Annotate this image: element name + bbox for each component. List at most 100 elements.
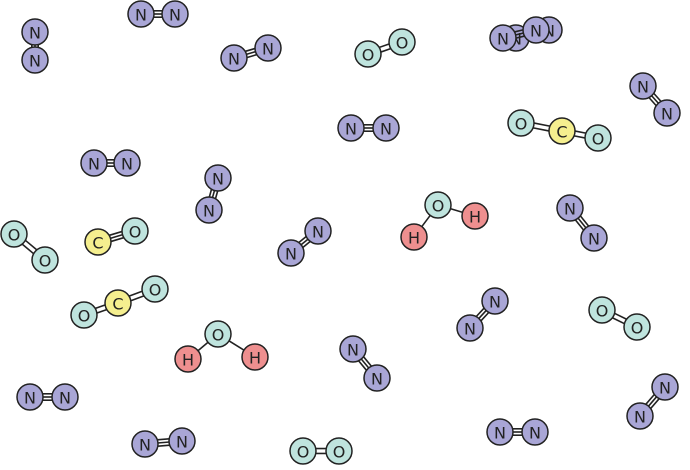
atom-c: C [548, 117, 576, 145]
atom-symbol: N [497, 30, 509, 49]
atom-circle [31, 246, 59, 274]
atom-circle [486, 418, 514, 446]
atom-circle [127, 0, 155, 28]
bond-line [612, 311, 629, 321]
atom-circle [522, 16, 550, 44]
water-molecule: HOH [174, 320, 269, 373]
water-molecule: HOH [400, 191, 489, 251]
atom-circle [195, 196, 223, 224]
atom-symbol: O [8, 226, 21, 245]
atom-o: O [623, 313, 651, 341]
atom-symbol: N [659, 379, 671, 398]
atom-circle [481, 287, 509, 315]
atom-circle [161, 0, 189, 28]
atom-n: N [629, 72, 657, 100]
atom-n: N [161, 0, 189, 28]
nitrogen-molecule: NN [195, 164, 232, 224]
atom-circle [113, 149, 141, 177]
atom-circle [84, 228, 112, 256]
atom-o: O [0, 220, 28, 248]
atom-symbol: N [529, 424, 541, 443]
atom-symbol: N [464, 320, 476, 339]
atom-circle [653, 99, 681, 127]
atom-n: N [456, 314, 484, 342]
atom-circle [337, 114, 365, 142]
atom-symbol: H [469, 208, 481, 227]
atom-symbol: O [297, 443, 310, 462]
oxygen-molecule: OO [354, 28, 416, 68]
atom-n: N [556, 194, 584, 222]
atom-circle [21, 18, 49, 46]
bond-line [578, 214, 591, 228]
atom-n: N [651, 373, 679, 401]
atom-circle [51, 383, 79, 411]
atom-symbol: N [588, 230, 600, 249]
atom-circle [254, 34, 282, 62]
atom-o: O [354, 40, 382, 68]
atom-c: C [104, 289, 132, 317]
atom-n: N [481, 287, 509, 315]
oxygen-molecule: OO [588, 296, 651, 341]
atom-n: N [489, 24, 517, 52]
atom-o: O [388, 28, 416, 56]
atom-n: N [363, 364, 391, 392]
atom-h: H [241, 343, 269, 371]
atom-symbol: O [396, 34, 409, 53]
atom-symbol: N [212, 170, 224, 189]
atom-n: N [113, 149, 141, 177]
atom-symbol: O [333, 443, 346, 462]
atom-symbol: O [129, 223, 142, 242]
atom-symbol: N [88, 155, 100, 174]
atom-symbol: N [262, 40, 274, 59]
bond-line [226, 339, 247, 352]
atom-o: O [31, 246, 59, 274]
atom-symbol: H [249, 349, 261, 368]
atom-n: N [220, 44, 248, 72]
atom-n: N [372, 114, 400, 142]
atom-symbol: O [362, 46, 375, 65]
oxygen-molecule: OO [0, 220, 59, 274]
atom-o: O [289, 437, 317, 465]
atom-circle [507, 109, 535, 137]
atom-symbol: N [380, 120, 392, 139]
nitrogen-molecule: NN [220, 34, 282, 72]
atom-circle [304, 217, 332, 245]
bond-line [649, 396, 661, 411]
atom-circle [424, 191, 452, 219]
bond-line [448, 207, 465, 214]
atom-symbol: C [112, 295, 123, 314]
atom-circle [388, 28, 416, 56]
atom-n: N [16, 383, 44, 411]
atom-symbol: N [312, 223, 324, 242]
atom-circle [131, 430, 159, 458]
atom-circle [626, 402, 654, 430]
atom-circle [70, 301, 98, 329]
atom-circle [372, 114, 400, 142]
atom-symbol: N [59, 389, 71, 408]
atom-circle [241, 343, 269, 371]
atom-circle [354, 40, 382, 68]
atom-c: C [84, 228, 112, 256]
atom-symbol: N [347, 341, 359, 360]
atom-symbol: N [489, 293, 501, 312]
atom-circle [277, 239, 305, 267]
atom-symbol: C [92, 234, 103, 253]
bond-line [531, 126, 551, 133]
atom-circle [104, 289, 132, 317]
atom-circle [623, 313, 651, 341]
atom-circle [580, 224, 608, 252]
atom-circle [588, 296, 616, 324]
atom-circle [21, 46, 49, 74]
atom-symbol: N [661, 105, 673, 124]
bond-line [109, 236, 126, 243]
atom-symbol: N [345, 120, 357, 139]
atom-circle [0, 220, 28, 248]
bond-line [127, 289, 145, 298]
bond-line [610, 316, 627, 326]
atom-n: N [522, 16, 550, 44]
atom-circle [584, 124, 612, 152]
